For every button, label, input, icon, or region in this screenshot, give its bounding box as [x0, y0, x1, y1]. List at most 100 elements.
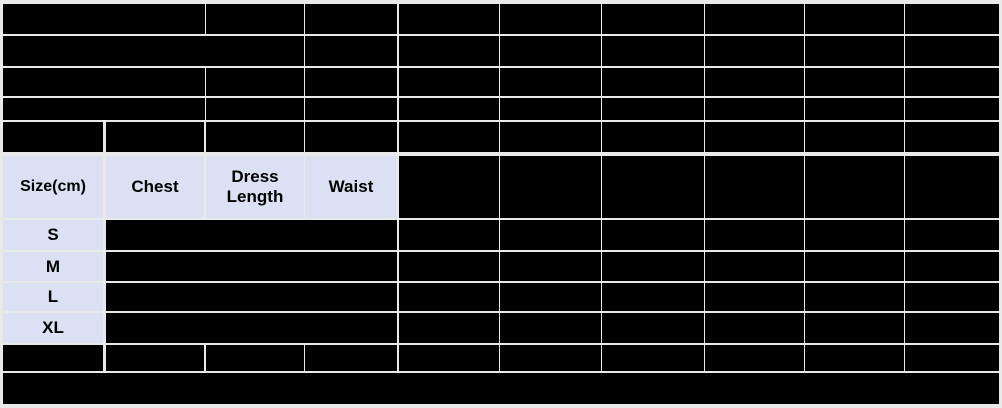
size-label-xl: XL — [42, 318, 64, 338]
cell-r3-c3[interactable] — [206, 68, 304, 96]
cell-rt-c3[interactable] — [206, 345, 304, 371]
cell-r5-c10[interactable] — [905, 122, 999, 152]
cell-rl-measurements[interactable] — [106, 283, 397, 311]
cell-rl-c8[interactable] — [705, 283, 804, 311]
cell-rt-c7[interactable] — [602, 345, 704, 371]
cell-r4-c4[interactable] — [305, 98, 397, 120]
cell-r5-c6[interactable] — [500, 122, 601, 152]
cell-r3-c4[interactable] — [305, 68, 397, 96]
cell-r2-c5[interactable] — [399, 36, 499, 66]
cell-r4-c6[interactable] — [500, 98, 601, 120]
cell-r3-c1[interactable] — [3, 68, 205, 96]
cell-r5-c1[interactable] — [3, 122, 103, 152]
cell-r3-c7[interactable] — [602, 68, 704, 96]
cell-r4-c9[interactable] — [805, 98, 904, 120]
cell-r3-c8[interactable] — [705, 68, 804, 96]
cell-rs-c9[interactable] — [805, 220, 904, 250]
cell-r5-c3[interactable] — [206, 122, 304, 152]
cell-rt-c2[interactable] — [106, 345, 204, 371]
cell-r4-c10[interactable] — [905, 98, 999, 120]
cell-r3-c5[interactable] — [399, 68, 499, 96]
cell-r1-c1[interactable] — [3, 4, 205, 34]
cell-rt-c6[interactable] — [500, 345, 601, 371]
cell-rl-c6[interactable] — [500, 283, 601, 311]
cell-rs-c8[interactable] — [705, 220, 804, 250]
cell-rs-c10[interactable] — [905, 220, 999, 250]
cell-r3-c9[interactable] — [805, 68, 904, 96]
header-cell-dress-length[interactable]: Dress Length — [206, 156, 304, 218]
cell-r1-c7[interactable] — [602, 4, 704, 34]
cell-rxl-c7[interactable] — [602, 313, 704, 343]
cell-rm-measurements[interactable] — [106, 252, 397, 281]
cell-rl-c5[interactable] — [399, 283, 499, 311]
cell-rs-c7[interactable] — [602, 220, 704, 250]
cell-rm-c10[interactable] — [905, 252, 999, 281]
cell-footer-merged[interactable] — [3, 373, 999, 404]
cell-r3-c10[interactable] — [905, 68, 999, 96]
cell-rxl-c10[interactable] — [905, 313, 999, 343]
cell-r4-c8[interactable] — [705, 98, 804, 120]
cell-rl-c9[interactable] — [805, 283, 904, 311]
cell-r1-c4[interactable] — [305, 4, 397, 34]
cell-r2-c6[interactable] — [500, 36, 601, 66]
cell-r5-c5[interactable] — [399, 122, 499, 152]
cell-rh-c6[interactable] — [500, 156, 601, 218]
cell-r5-c7[interactable] — [602, 122, 704, 152]
header-cell-waist[interactable]: Waist — [305, 156, 397, 218]
cell-rt-c4[interactable] — [305, 345, 397, 371]
size-cell-l[interactable]: L — [3, 283, 103, 311]
cell-r4-c5[interactable] — [399, 98, 499, 120]
cell-rh-c9[interactable] — [805, 156, 904, 218]
cell-rxl-c8[interactable] — [705, 313, 804, 343]
cell-r4-c3[interactable] — [206, 98, 304, 120]
size-cell-m[interactable]: M — [3, 252, 103, 281]
header-cell-size[interactable]: Size(cm) — [3, 156, 103, 218]
cell-rxl-c6[interactable] — [500, 313, 601, 343]
cell-rt-c10[interactable] — [905, 345, 999, 371]
cell-r2-c10[interactable] — [905, 36, 999, 66]
cell-r5-c9[interactable] — [805, 122, 904, 152]
cell-rm-c9[interactable] — [805, 252, 904, 281]
cell-rm-c6[interactable] — [500, 252, 601, 281]
cell-r1-c10[interactable] — [905, 4, 999, 34]
cell-rh-c5[interactable] — [399, 156, 499, 218]
cell-r2-c1-merged[interactable] — [3, 36, 304, 66]
cell-r3-c6[interactable] — [500, 68, 601, 96]
cell-rs-c6[interactable] — [500, 220, 601, 250]
cell-rl-c7[interactable] — [602, 283, 704, 311]
cell-r1-c5[interactable] — [399, 4, 499, 34]
cell-rm-c7[interactable] — [602, 252, 704, 281]
cell-rm-c5[interactable] — [399, 252, 499, 281]
header-cell-chest[interactable]: Chest — [106, 156, 204, 218]
cell-rt-c5[interactable] — [399, 345, 499, 371]
cell-rxl-c5[interactable] — [399, 313, 499, 343]
size-cell-xl[interactable]: XL — [3, 313, 103, 343]
cell-r1-c9[interactable] — [805, 4, 904, 34]
cell-r4-c1[interactable] — [3, 98, 205, 120]
cell-rt-c1[interactable] — [3, 345, 103, 371]
cell-rxl-measurements[interactable] — [106, 313, 397, 343]
cell-r2-c9[interactable] — [805, 36, 904, 66]
cell-r5-c2[interactable] — [106, 122, 204, 152]
cell-rxl-c9[interactable] — [805, 313, 904, 343]
cell-rs-c5[interactable] — [399, 220, 499, 250]
cell-rh-c7[interactable] — [602, 156, 704, 218]
cell-r5-c8[interactable] — [705, 122, 804, 152]
cell-r1-c6[interactable] — [500, 4, 601, 34]
cell-rt-c8[interactable] — [705, 345, 804, 371]
cell-rh-c10[interactable] — [905, 156, 999, 218]
cell-r2-c8[interactable] — [705, 36, 804, 66]
cell-rl-c10[interactable] — [905, 283, 999, 311]
cell-r4-c7[interactable] — [602, 98, 704, 120]
cell-r1-c8[interactable] — [705, 4, 804, 34]
cell-r5-c4[interactable] — [305, 122, 397, 152]
cell-rm-c8[interactable] — [705, 252, 804, 281]
cell-rt-c9[interactable] — [805, 345, 904, 371]
cell-rh-c8[interactable] — [705, 156, 804, 218]
cell-rs-measurements[interactable] — [106, 220, 397, 250]
cell-r2-c4[interactable] — [305, 36, 397, 66]
cell-r2-c7[interactable] — [602, 36, 704, 66]
cell-r1-c3[interactable] — [206, 4, 304, 34]
size-cell-s[interactable]: S — [3, 220, 103, 250]
